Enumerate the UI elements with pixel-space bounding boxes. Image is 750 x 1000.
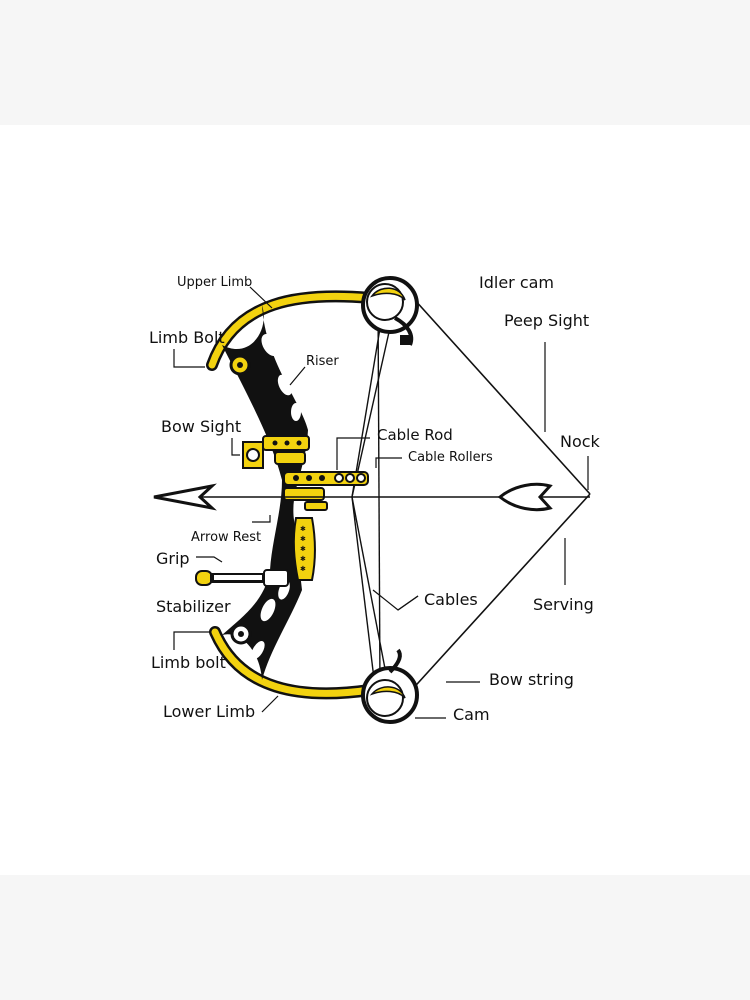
idler-cam [361,276,419,346]
lower-limb [209,626,376,700]
label-peep-sight: Peep Sight [504,311,589,330]
label-riser: Riser [306,354,339,369]
svg-text:✱: ✱ [300,565,306,573]
svg-text:✱: ✱ [300,525,306,533]
label-nock: Nock [560,432,601,451]
label-lower-limb: Lower Limb [163,702,255,721]
bow-sight [242,435,310,469]
limb-bolt-top [229,354,251,376]
arrow [153,482,590,512]
label-stabilizer: Stabilizer [156,597,231,616]
top-band [0,0,750,125]
cam [361,648,419,724]
stabilizer [195,569,289,587]
label-serving: Serving [533,595,594,614]
svg-text:✱: ✱ [300,545,306,553]
label-cables: Cables [424,590,478,609]
label-idler-cam: Idler cam [479,273,554,292]
label-cam: Cam [453,705,490,724]
cable-rod [283,471,369,486]
label-arrow-rest: Arrow Rest [191,530,261,545]
bottom-band [0,875,750,1000]
label-grip: Grip [156,549,190,568]
label-bow-string: Bow string [489,670,574,689]
upper-limb [206,290,376,371]
bow-string [394,277,591,706]
cables-group [351,291,399,713]
label-bow-sight: Bow Sight [161,417,241,436]
label-limb-bolt-bottom: Limb bolt [151,653,226,672]
svg-text:✱: ✱ [300,535,306,543]
label-cable-rod: Cable Rod [377,426,453,444]
label-upper-limb: Upper Limb [177,275,252,290]
label-cable-rollers: Cable Rollers [408,450,493,465]
limb-bolt-bottom [230,623,252,645]
labels: Upper Limb Limb Bolt Riser Bow Sight Cab… [149,273,601,724]
label-limb-bolt-top: Limb Bolt [149,328,225,347]
grip: ✱ ✱ ✱ ✱ ✱ [292,517,316,581]
leader-lines [173,286,589,719]
svg-text:✱: ✱ [300,555,306,563]
diagram-card [0,125,750,875]
